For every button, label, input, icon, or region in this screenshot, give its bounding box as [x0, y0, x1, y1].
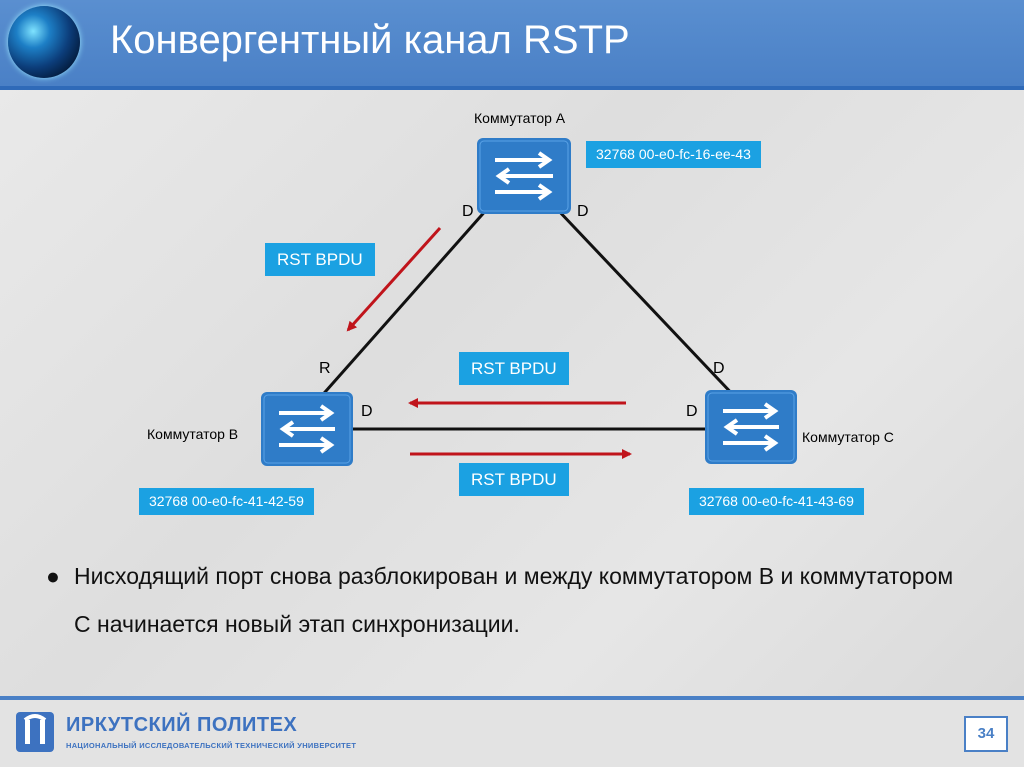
link-a-c: [554, 206, 740, 402]
switch-a-mac: 32768 00-e0-fc-16-ee-43: [586, 141, 761, 168]
switch-b-mac: 32768 00-e0-fc-41-42-59: [139, 488, 314, 515]
bullet-item: ● Нисходящий порт снова разблокирован и …: [46, 552, 966, 648]
switch-b-icon: [261, 392, 353, 466]
switch-b-label: Коммутатор B: [147, 426, 239, 442]
globe-logo-icon: [8, 6, 80, 78]
switch-c-mac: 32768 00-e0-fc-41-43-69: [689, 488, 864, 515]
switch-b-port-right: D: [361, 403, 373, 420]
bullet-marker: ●: [46, 563, 60, 589]
link-a-b: [316, 207, 490, 401]
switch-c-port-left: D: [686, 403, 698, 420]
header-divider: [0, 86, 1024, 90]
switch-a-label: Коммутатор A: [474, 110, 566, 126]
arrow-a-to-b: [346, 226, 442, 332]
bpdu-label-a-to-b: RST BPDU: [265, 243, 375, 276]
slide-footer: [0, 700, 1024, 767]
university-subtitle: НАЦИОНАЛЬНЫЙ ИССЛЕДОВАТЕЛЬСКИЙ ТЕХНИЧЕСК…: [66, 741, 357, 750]
slide-header: Конвергентный канал RSTP: [0, 0, 1024, 86]
switch-a-icon: [477, 138, 571, 214]
switch-a-port-left: D: [462, 203, 474, 220]
slide-title: Конвергентный канал RSTP: [110, 18, 630, 62]
bullet-text: Нисходящий порт снова разблокирован и ме…: [74, 563, 954, 637]
switch-c-label: Коммутатор C: [802, 429, 894, 445]
switch-c-icon: [705, 390, 797, 464]
bpdu-label-c-to-b: RST BPDU: [459, 352, 569, 385]
footer-divider: [0, 696, 1024, 700]
page-number: 34: [964, 716, 1008, 752]
switch-b-port-top: R: [319, 360, 331, 377]
university-name: ИРКУТСКИЙ ПОЛИТЕХ: [66, 714, 298, 736]
university-logo-icon: [16, 712, 54, 752]
bpdu-label-b-to-c: RST BPDU: [459, 463, 569, 496]
switch-c-port-top: D: [713, 360, 725, 377]
network-diagram: [261, 138, 797, 466]
switch-a-port-right: D: [577, 203, 589, 220]
